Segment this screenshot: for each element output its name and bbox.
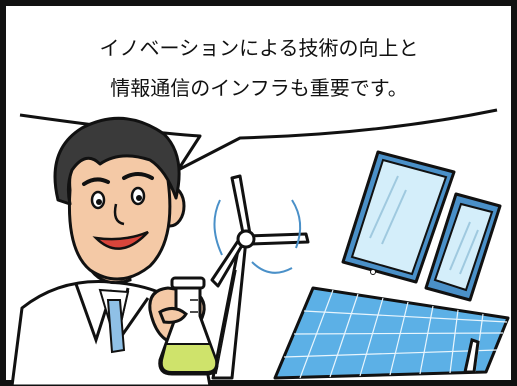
- flask: [158, 276, 219, 376]
- smartphone: [424, 192, 502, 302]
- solar-panel: [273, 286, 510, 380]
- wind-turbine: [210, 174, 310, 380]
- tablet: [341, 150, 456, 284]
- speech-line-1: イノベーションによる技術の向上と: [99, 36, 419, 60]
- speech-line-2: 情報通信のインフラも重要です。: [110, 76, 408, 100]
- scientist: [10, 116, 219, 386]
